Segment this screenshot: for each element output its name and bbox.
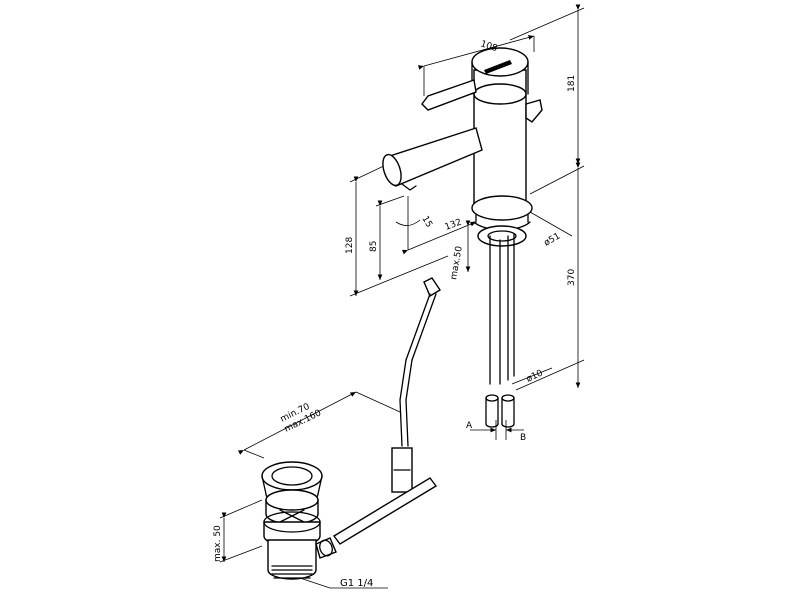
dim-85: 85 xyxy=(369,241,379,252)
dim-181: 181 xyxy=(567,75,577,92)
pop-up-rod xyxy=(332,277,441,545)
dim-15: 15 xyxy=(419,215,433,230)
thread-hatching xyxy=(271,565,313,579)
dim-10: ø10 xyxy=(525,368,545,384)
dim-370: 370 xyxy=(567,269,577,286)
dim-max50-top: max.50 xyxy=(449,245,465,280)
dim-max50-bottom: max. 50 xyxy=(213,525,223,562)
dimension-lines xyxy=(219,4,585,589)
thread-label: G1 1/4 xyxy=(340,578,373,589)
dim-51: ø51 xyxy=(543,231,563,248)
faucet-body xyxy=(382,47,543,428)
dim-132: 132 xyxy=(444,218,464,233)
waste-drain xyxy=(261,461,337,580)
label-a: A xyxy=(466,421,473,431)
label-b: B xyxy=(520,433,526,443)
dim-128: 128 xyxy=(345,237,355,254)
